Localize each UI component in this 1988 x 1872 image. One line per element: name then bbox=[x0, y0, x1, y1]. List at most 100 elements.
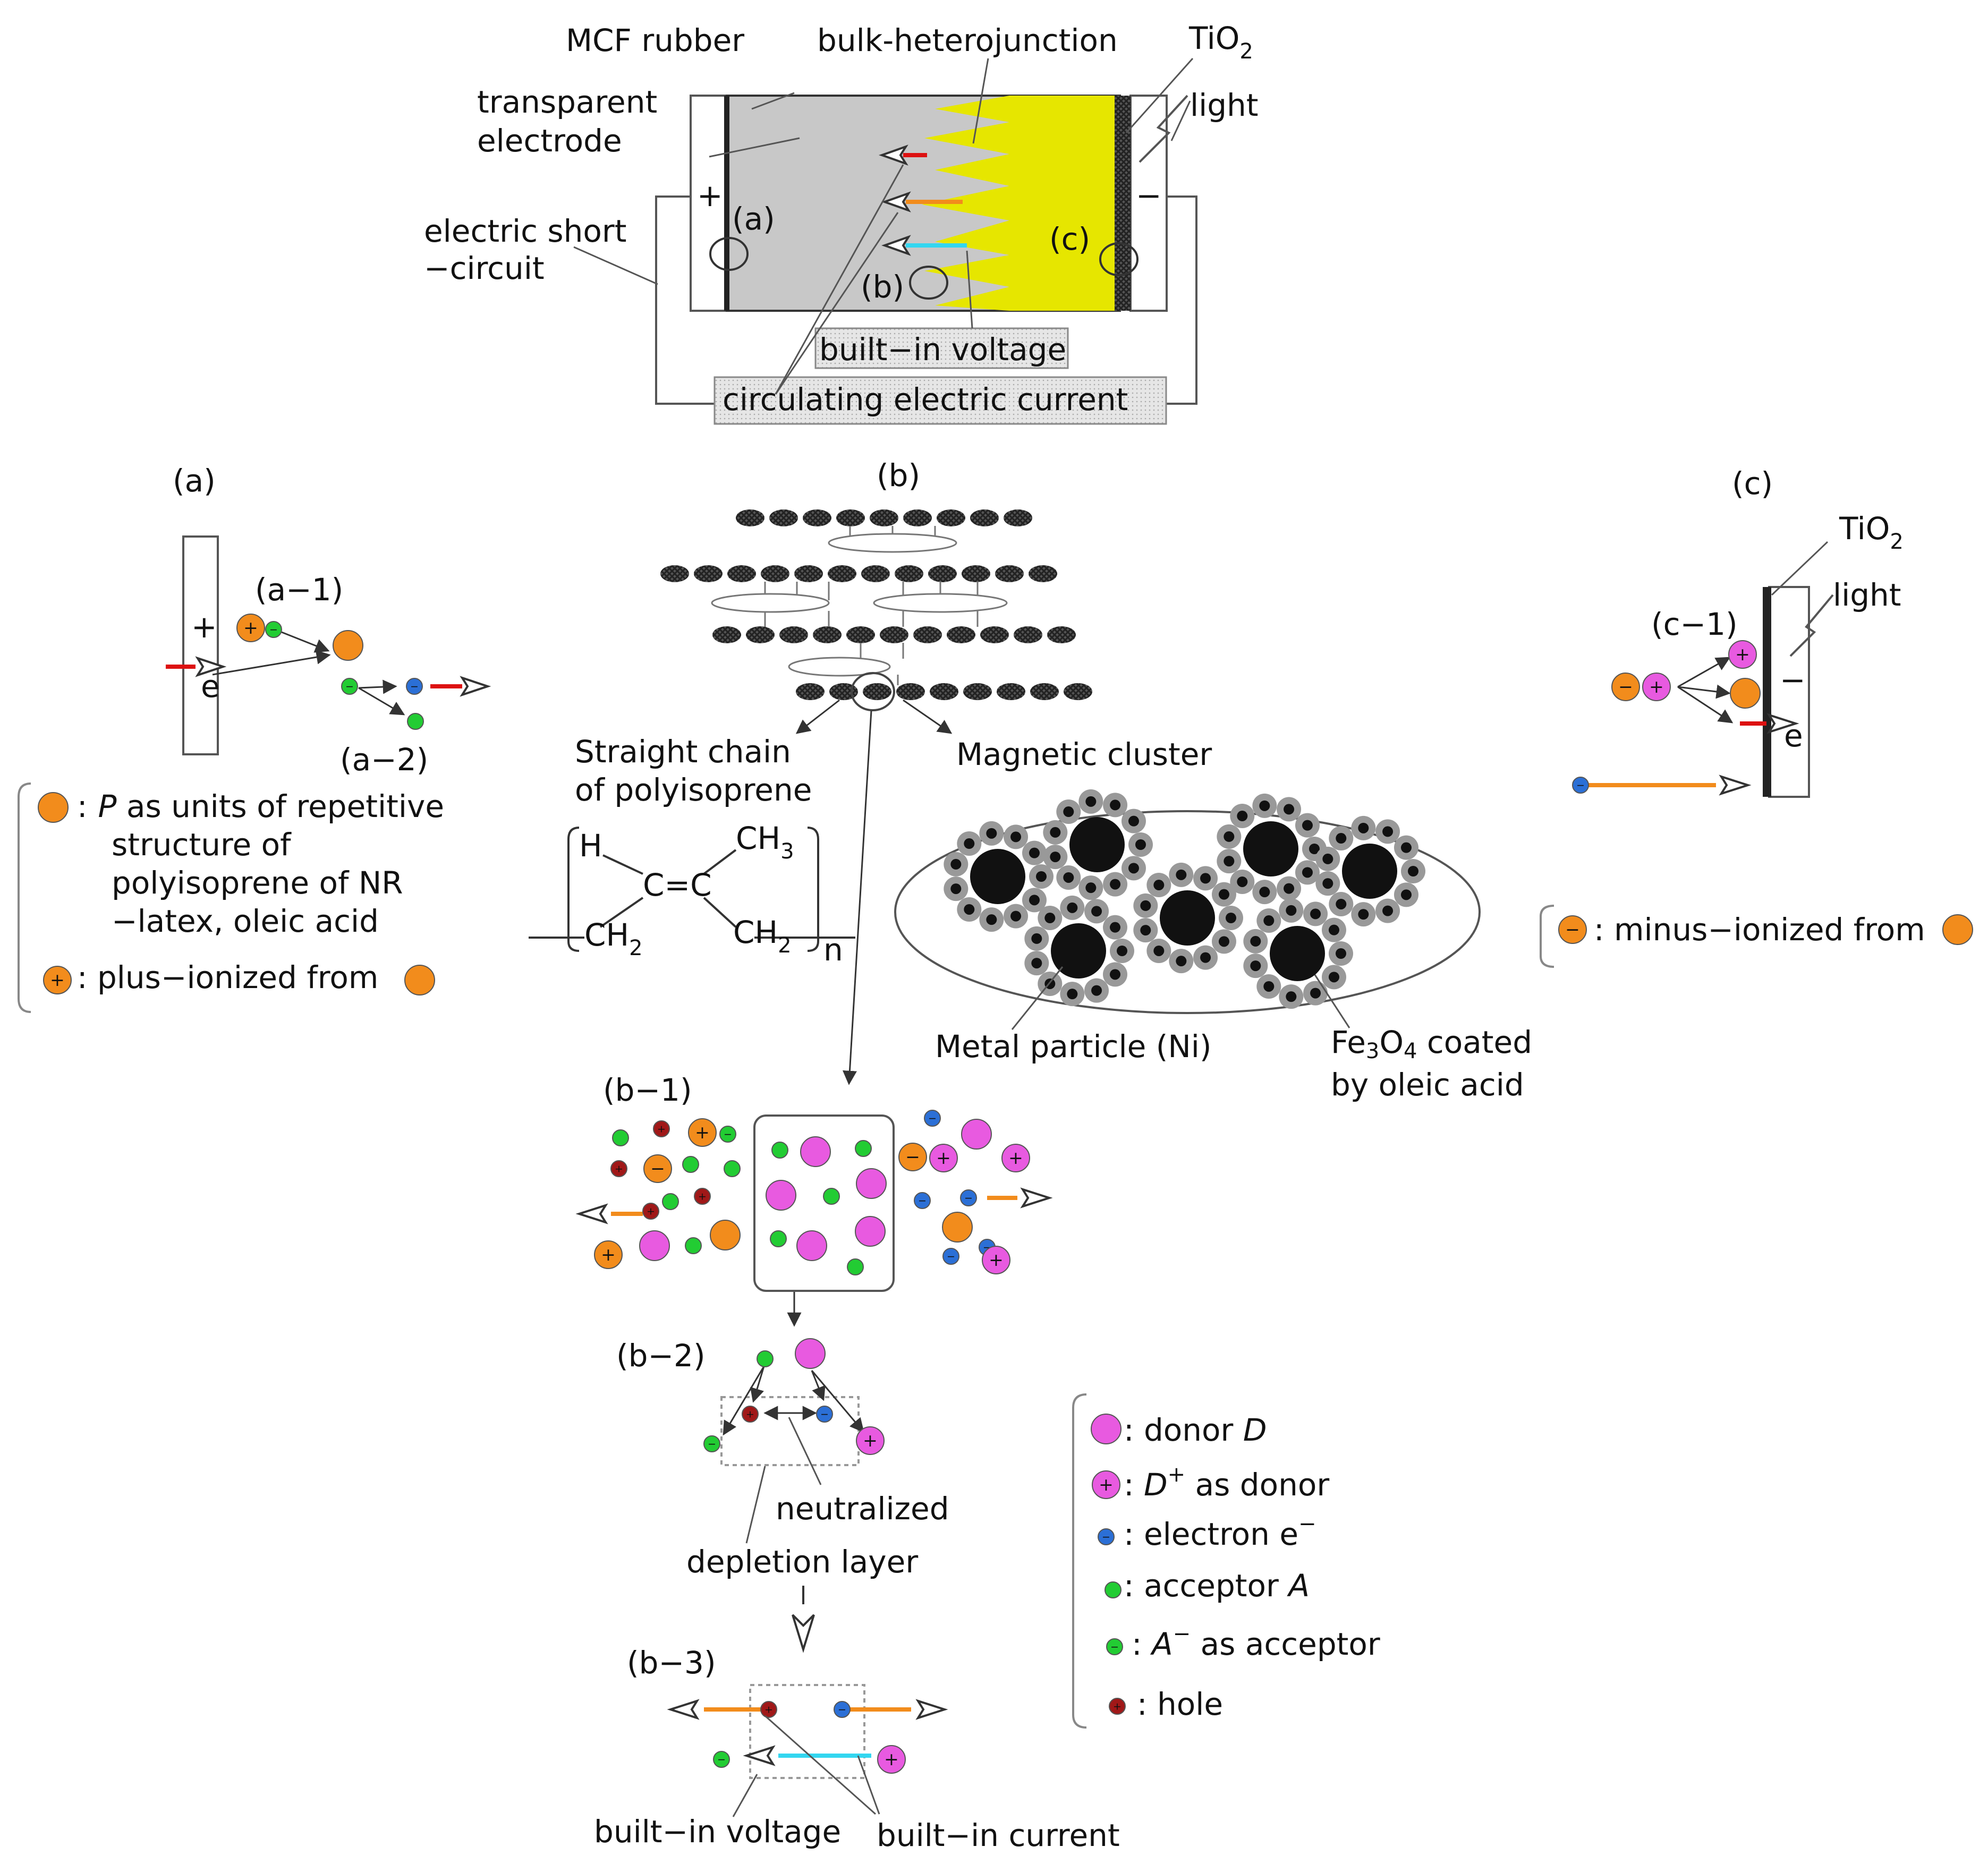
particle-d bbox=[766, 1180, 796, 1211]
legend-electron: : electron e− bbox=[1124, 1512, 1316, 1552]
svg-text:+: + bbox=[1649, 676, 1664, 697]
mcf-rubber-label: MCF rubber bbox=[566, 22, 744, 58]
marker-a-label: (a) bbox=[732, 201, 775, 237]
svg-text:−: − bbox=[838, 1704, 846, 1715]
svg-text:+: + bbox=[884, 1749, 899, 1769]
chain-bead bbox=[836, 509, 865, 526]
particle-h: + bbox=[610, 1160, 627, 1177]
particle-dplus: + bbox=[856, 1426, 885, 1455]
particle-d bbox=[855, 1216, 886, 1247]
svg-text:+: + bbox=[1008, 1147, 1023, 1168]
marker-b-circle bbox=[909, 266, 948, 300]
panel-c-title: (c) bbox=[1732, 465, 1773, 501]
chain-bead bbox=[895, 565, 923, 582]
chain-bead bbox=[903, 509, 932, 526]
chem-ch3: CH3 bbox=[736, 820, 794, 864]
chain-bead bbox=[880, 626, 908, 643]
particle-a bbox=[847, 1258, 864, 1275]
chain-bead bbox=[913, 626, 942, 643]
fe3o4-label-1: Fe3O4 coated bbox=[1331, 1024, 1532, 1063]
chain-bead bbox=[1030, 683, 1059, 700]
chain-bead bbox=[769, 509, 798, 526]
svg-text:−: − bbox=[345, 680, 354, 692]
particle-dplus: + bbox=[877, 1745, 906, 1774]
particle-p bbox=[1730, 678, 1761, 709]
particle-dplus: + bbox=[982, 1246, 1010, 1274]
svg-text:−: − bbox=[964, 1192, 973, 1204]
particle-a bbox=[612, 1129, 629, 1146]
panel-a-electrode bbox=[182, 535, 219, 755]
fe3o4-label-2: by oleic acid bbox=[1331, 1067, 1524, 1103]
particle-pplus: + bbox=[688, 1118, 717, 1147]
svg-text:+: + bbox=[695, 1122, 710, 1143]
chain-link-ellipse bbox=[828, 533, 957, 553]
legend-p-line3: polyisoprene of NR bbox=[112, 865, 403, 901]
chain-link-ellipse bbox=[873, 593, 1008, 613]
particle-d bbox=[796, 1230, 827, 1261]
minus-terminal: − bbox=[1136, 177, 1162, 214]
particle-a bbox=[771, 1142, 788, 1159]
particle-h: + bbox=[653, 1120, 670, 1137]
chain-bead bbox=[937, 509, 965, 526]
panel-c: (c) TiO2 light (c−1) − e −++− − : minus−… bbox=[1540, 465, 1973, 968]
chain-bead bbox=[896, 683, 925, 700]
svg-text:−: − bbox=[269, 624, 278, 635]
particle-e: − bbox=[914, 1192, 931, 1209]
ni-particle bbox=[1270, 926, 1325, 981]
chain-bead bbox=[794, 565, 823, 582]
particle-e: − bbox=[834, 1701, 851, 1718]
particle-e: − bbox=[942, 1248, 959, 1265]
panel-c-particles: −++− bbox=[1572, 640, 1761, 794]
chain-bead bbox=[930, 683, 958, 700]
marker-c-circle bbox=[1099, 242, 1139, 276]
chain-link-ellipse bbox=[711, 593, 830, 613]
particle-d bbox=[856, 1168, 887, 1199]
particle-h: + bbox=[760, 1701, 777, 1718]
particle-a bbox=[1105, 1581, 1122, 1598]
chain-bead bbox=[803, 509, 831, 526]
particle-a bbox=[685, 1237, 702, 1254]
chain-bead bbox=[846, 626, 875, 643]
svg-text:+: + bbox=[657, 1123, 666, 1135]
particle-h: + bbox=[642, 1203, 659, 1220]
svg-text:+: + bbox=[615, 1163, 623, 1175]
ni-particle bbox=[1342, 844, 1397, 899]
chain-bead bbox=[995, 565, 1024, 582]
chain-bead bbox=[1029, 565, 1057, 582]
straight-chain-label-1: Straight chain bbox=[575, 734, 791, 770]
b1-label: (b−1) bbox=[603, 1072, 692, 1108]
panel-c-tio2-layer bbox=[1763, 587, 1771, 797]
particle-aminus: − bbox=[265, 621, 282, 638]
chain-bead bbox=[829, 683, 858, 700]
particle-aminus: − bbox=[719, 1126, 736, 1143]
chain-bead bbox=[813, 626, 842, 643]
particle-a bbox=[823, 1188, 840, 1205]
particle-a bbox=[682, 1156, 699, 1173]
svg-text:+: + bbox=[1099, 1474, 1114, 1495]
bulk-heterojunction-label: bulk-heterojunction bbox=[817, 22, 1118, 58]
svg-text:−: − bbox=[820, 1408, 829, 1420]
svg-text:+: + bbox=[1113, 1700, 1122, 1712]
b2-to-b3-arrow bbox=[792, 1586, 815, 1653]
chain-bead bbox=[870, 509, 898, 526]
particle-aminus: − bbox=[341, 678, 358, 695]
chain-bead bbox=[779, 626, 808, 643]
particle-dplus: + bbox=[929, 1144, 958, 1172]
tio2-layer bbox=[1115, 96, 1131, 311]
panel-a: (a) + (a−1) (a−2) e +−−− + :P as units o… bbox=[18, 463, 491, 1013]
plus-terminal: + bbox=[697, 177, 723, 214]
particle-e: − bbox=[960, 1189, 977, 1206]
built-in-voltage-box bbox=[814, 327, 1069, 369]
chain-bead bbox=[980, 626, 1009, 643]
device-schematic: MCF rubber bulk-heterojunction TiO2 ligh… bbox=[424, 20, 1259, 425]
left-electrode bbox=[690, 95, 728, 312]
panel-c-c1: (c−1) bbox=[1651, 606, 1738, 642]
chem-h: H bbox=[579, 828, 602, 864]
legend-acceptor: : acceptor A bbox=[1124, 1568, 1310, 1604]
transparent-electrode-label-2: electrode bbox=[477, 123, 622, 159]
chem-ch2-right: CH2 bbox=[733, 914, 792, 958]
circulating-current-label: circulating electric current bbox=[723, 381, 1128, 418]
particle-e: − bbox=[1098, 1528, 1115, 1545]
panel-b: (b) Straight chain of polyisoprene Magne… bbox=[529, 457, 1532, 1853]
panel-a-title: (a) bbox=[173, 463, 216, 499]
